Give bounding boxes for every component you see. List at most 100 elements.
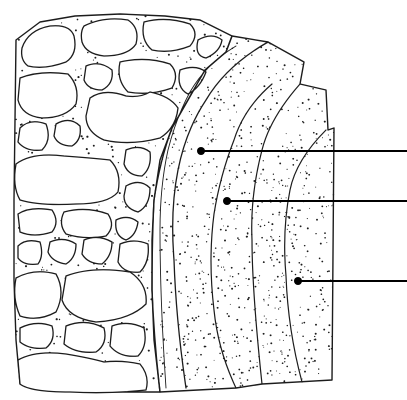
- stipple-dot: [280, 79, 282, 81]
- stipple-dot: [269, 295, 270, 296]
- stipple-dot: [318, 373, 319, 374]
- stipple-dot: [214, 360, 215, 361]
- stipple-dot: [171, 130, 172, 131]
- stipple-dot: [262, 125, 264, 127]
- stipple-dot: [200, 260, 202, 262]
- stipple-dot: [206, 379, 207, 380]
- stipple-dot: [196, 248, 197, 249]
- mortar-dot: [81, 75, 82, 76]
- mortar-dot: [46, 270, 47, 271]
- stipple-dot: [240, 328, 242, 330]
- stipple-dot: [162, 363, 164, 365]
- stipple-dot: [229, 120, 230, 121]
- stipple-dot: [187, 305, 189, 307]
- stipple-dot: [269, 43, 271, 45]
- stipple-dot: [297, 107, 298, 108]
- stipple-dot: [211, 292, 212, 293]
- stipple-dot: [295, 234, 297, 236]
- stipple-dot: [250, 367, 252, 369]
- stipple-dot: [222, 378, 224, 380]
- stipple-dot: [227, 226, 229, 228]
- mortar-dot: [30, 349, 31, 350]
- stipple-dot: [174, 190, 175, 191]
- stipple-dot: [228, 58, 230, 60]
- stipple-dot: [309, 208, 310, 209]
- stipple-dot: [173, 144, 174, 145]
- stipple-dot: [316, 142, 318, 144]
- stipple-dot: [283, 286, 284, 287]
- stipple-dot: [218, 95, 219, 96]
- stipple-dot: [300, 172, 301, 173]
- stipple-dot: [281, 180, 283, 182]
- stipple-dot: [284, 358, 285, 359]
- stipple-dot: [169, 165, 170, 166]
- stipple-dot: [241, 372, 243, 374]
- stipple-dot: [194, 184, 195, 185]
- stipple-dot: [210, 118, 211, 119]
- stipple-dot: [200, 354, 202, 356]
- stipple-dot: [314, 336, 315, 337]
- stipple-dot: [319, 168, 320, 169]
- stipple-dot: [247, 40, 249, 42]
- stipple-dot: [320, 243, 322, 245]
- stipple-dot: [319, 196, 320, 197]
- mortar-dot: [42, 267, 43, 268]
- stipple-dot: [202, 271, 203, 272]
- stipple-dot: [260, 173, 261, 174]
- stipple-dot: [293, 248, 295, 250]
- stipple-dot: [216, 166, 218, 168]
- stipple-dot: [263, 261, 265, 263]
- stipple-dot: [191, 114, 192, 115]
- stipple-dot: [249, 351, 251, 353]
- stipple-dot: [251, 218, 252, 219]
- mortar-dot: [82, 320, 84, 322]
- stipple-dot: [173, 182, 174, 183]
- stipple-dot: [207, 137, 208, 138]
- stipple-dot: [179, 149, 180, 150]
- mortar-dot: [53, 343, 55, 345]
- stipple-dot: [251, 234, 252, 235]
- stipple-dot: [282, 362, 284, 364]
- stipple-dot: [280, 89, 282, 91]
- stipple-dot: [282, 68, 283, 69]
- stipple-dot: [185, 172, 186, 173]
- stipple-dot: [273, 351, 274, 352]
- stipple-dot: [229, 170, 231, 172]
- stipple-dot: [228, 280, 229, 281]
- stipple-dot: [236, 214, 237, 215]
- stipple-dot: [283, 275, 284, 276]
- stipple-dot: [165, 367, 166, 368]
- stipple-dot: [270, 257, 272, 259]
- stone: [18, 241, 42, 265]
- mortar-dot: [108, 342, 109, 343]
- stipple-dot: [225, 229, 227, 231]
- stipple-dot: [241, 146, 243, 148]
- stipple-dot: [272, 92, 274, 94]
- stipple-dot: [298, 262, 300, 264]
- stipple-dot: [305, 256, 306, 257]
- stipple-dot: [264, 300, 265, 301]
- mortar-dot: [189, 57, 190, 58]
- stipple-dot: [324, 237, 326, 239]
- stone: [116, 217, 138, 240]
- mortar-dot: [203, 24, 204, 25]
- mortar-dot: [223, 46, 225, 48]
- stipple-dot: [270, 322, 271, 323]
- stipple-dot: [217, 91, 219, 93]
- stipple-dot: [198, 367, 199, 368]
- stipple-dot: [185, 355, 186, 356]
- stipple-dot: [215, 139, 216, 140]
- stone: [143, 19, 195, 51]
- stipple-dot: [249, 193, 250, 194]
- stipple-dot: [282, 185, 283, 186]
- stipple-dot: [321, 212, 323, 214]
- stipple-dot: [266, 318, 267, 319]
- stone: [81, 19, 137, 56]
- stipple-dot: [281, 352, 282, 353]
- stipple-dot: [257, 66, 259, 68]
- stipple-dot: [315, 349, 317, 351]
- stipple-dot: [292, 164, 294, 166]
- stone: [18, 122, 48, 151]
- stipple-dot: [331, 182, 332, 183]
- stipple-dot: [178, 167, 179, 168]
